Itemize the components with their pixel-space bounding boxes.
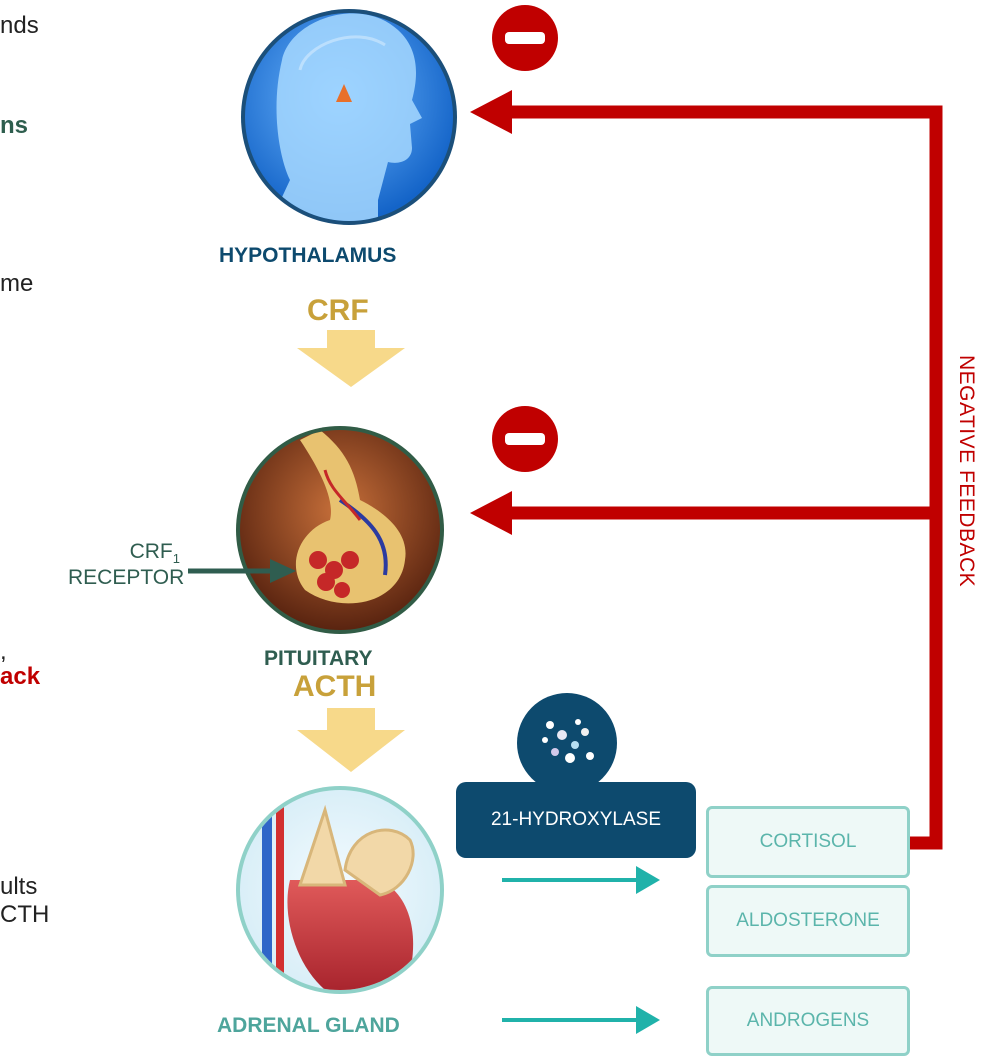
negative-feedback-label: NEGATIVE FEEDBACK [954, 355, 978, 587]
adrenal-gland-label: ADRENAL GLAND [217, 1015, 400, 1036]
crf1-receptor-label: CRF1 RECEPTOR [68, 540, 180, 590]
adrenal-gland-image [236, 786, 444, 1000]
crf-down-arrow [297, 330, 405, 387]
hypothalamus-label: HYPOTHALAMUS [219, 245, 396, 266]
pituitary-image [236, 426, 444, 634]
crf-label: CRF [307, 296, 369, 326]
cortisol-box: CORTISOL [706, 806, 910, 878]
acth-label: ACTH [293, 672, 376, 702]
inhibit-icon-hypothalamus [492, 5, 558, 71]
receptor-name: CRF [130, 540, 173, 563]
aldosterone-box: ALDOSTERONE [706, 885, 910, 957]
feedback-arrowhead-pituitary [470, 491, 512, 535]
receptor-label: RECEPTOR [68, 566, 180, 589]
acth-down-arrow [297, 708, 405, 772]
enzyme-21-hydroxylase-box: 21-HYDROXYLASE [456, 782, 696, 858]
feedback-arrowhead-hypothalamus [470, 90, 512, 134]
enzyme-molecule-icon [517, 693, 617, 793]
hypothalamus-image [241, 9, 457, 240]
arrow-to-androgens [502, 1006, 660, 1034]
inhibit-icon-pituitary [492, 406, 558, 472]
pituitary-label: PITUITARY [264, 648, 373, 669]
receptor-subscript: 1 [173, 551, 180, 566]
androgens-box: ANDROGENS [706, 986, 910, 1056]
arrow-to-cortisol [502, 866, 660, 894]
